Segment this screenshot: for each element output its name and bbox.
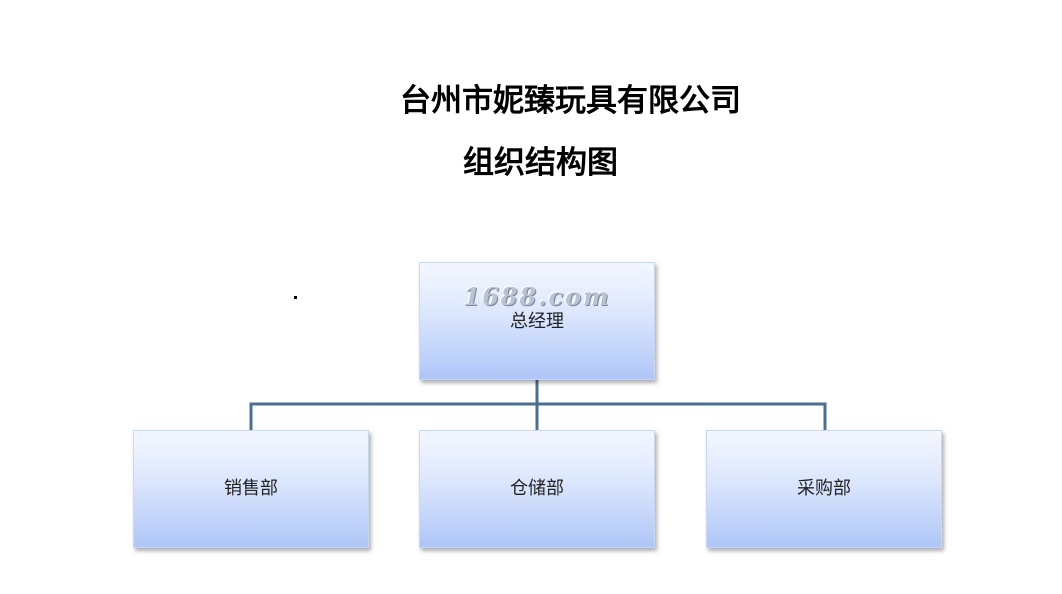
node-sales-department: 销售部 — [133, 430, 369, 548]
node-storage-department: 仓储部 — [419, 430, 655, 548]
node-general-manager: 1688.com 总经理 — [419, 262, 655, 380]
node-storage-label: 仓储部 — [510, 478, 564, 499]
stray-dot — [294, 296, 297, 299]
watermark-logo: 1688.com — [463, 282, 611, 311]
node-sales-label: 销售部 — [224, 478, 278, 499]
company-title: 台州市妮臻玩具有限公司 — [400, 83, 741, 119]
node-purchase-department: 采购部 — [706, 430, 942, 548]
node-purchase-label: 采购部 — [797, 478, 851, 499]
node-general-manager-label: 总经理 — [510, 311, 564, 332]
chart-subtitle: 组织结构图 — [463, 145, 618, 181]
